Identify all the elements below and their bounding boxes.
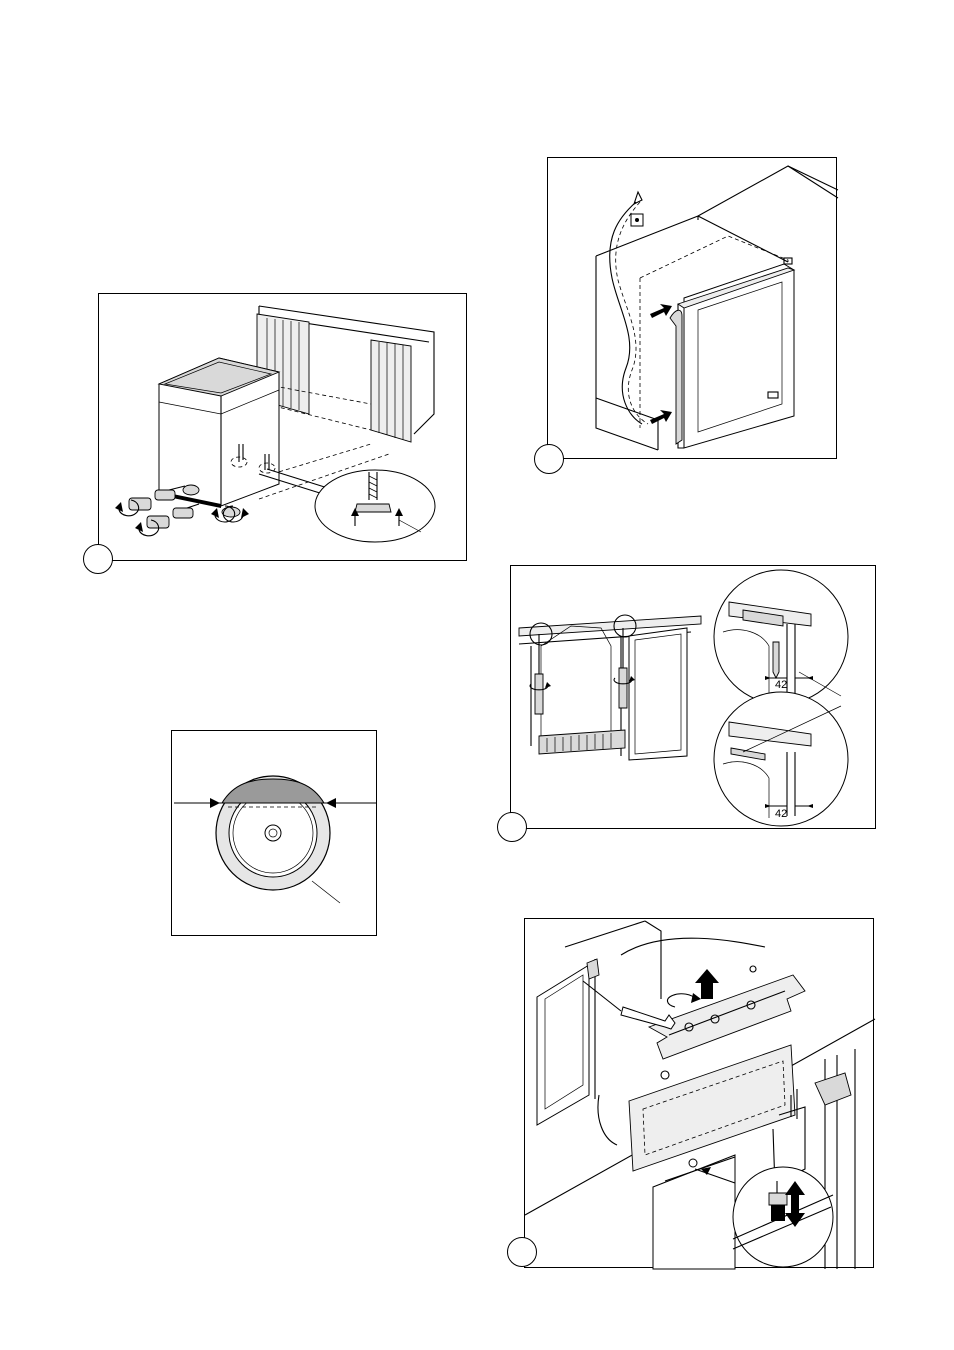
figure-adjustable-feet xyxy=(98,293,467,561)
figure-number-badge xyxy=(534,444,564,474)
figure-cover-disc xyxy=(171,730,377,936)
cable-illustration xyxy=(548,158,838,460)
cover-disc-illustration xyxy=(172,731,378,937)
figure-hinge-adjustment xyxy=(524,918,874,1268)
feet-illustration xyxy=(99,294,468,562)
dimension-label-top: 42 xyxy=(775,679,787,691)
dimension-label-bottom: 42 xyxy=(775,808,787,820)
figure-number-badge xyxy=(507,1237,537,1267)
figure-door-screws: 42 42 xyxy=(510,565,876,829)
hinge-illustration xyxy=(525,919,875,1269)
figure-cable-routing xyxy=(547,157,837,459)
figure-number-badge xyxy=(83,544,113,574)
door-screws-illustration xyxy=(511,566,877,830)
figure-number-badge xyxy=(497,812,527,842)
